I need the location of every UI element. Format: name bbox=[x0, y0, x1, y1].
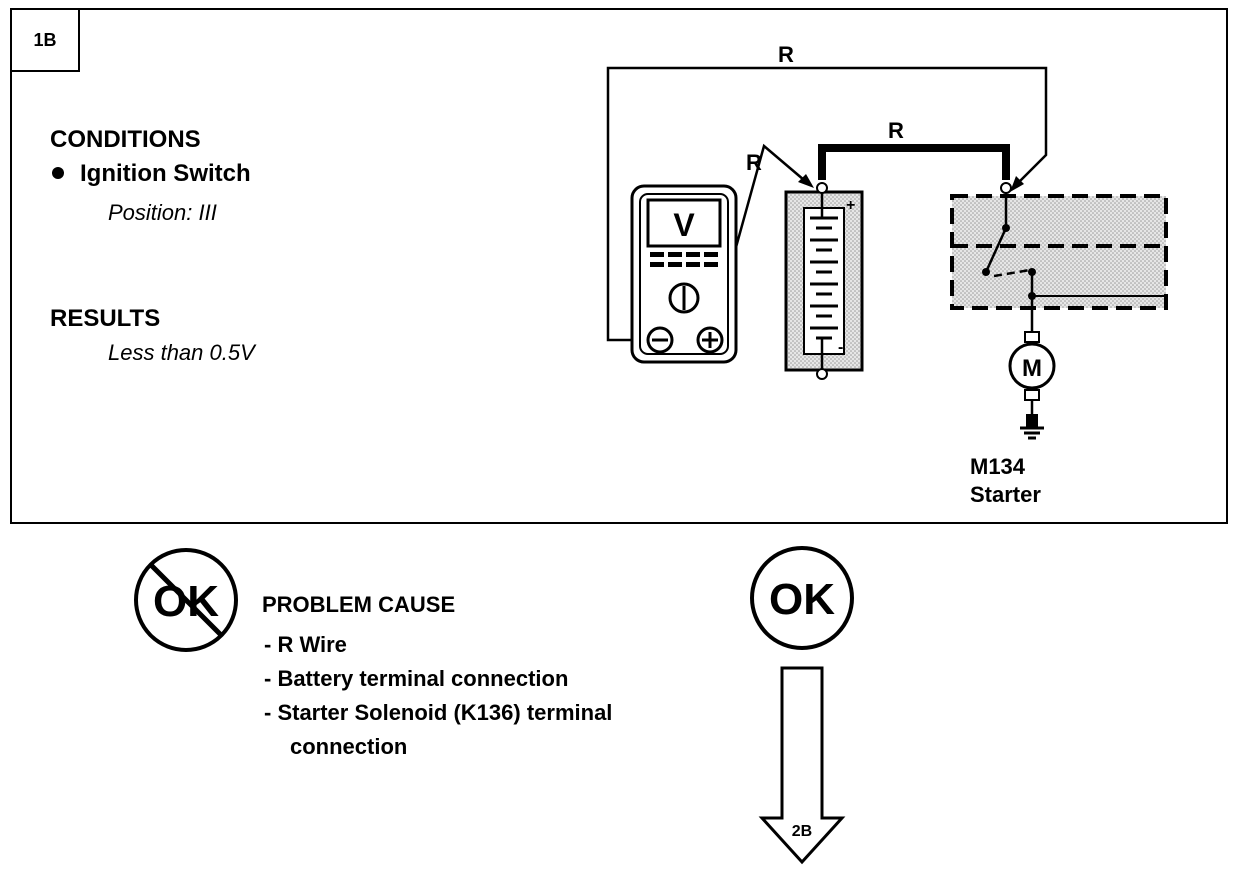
next-step-label: 2B bbox=[792, 823, 812, 840]
problem-cause-item: - R Wire bbox=[264, 632, 347, 657]
conditions-detail: Position: III bbox=[108, 200, 217, 225]
ok-symbol: OK bbox=[769, 575, 835, 624]
battery: + - bbox=[784, 182, 864, 380]
conditions-heading: CONDITIONS bbox=[50, 126, 201, 153]
wire-r-main bbox=[818, 144, 1010, 180]
component-name: Starter bbox=[970, 482, 1041, 507]
wire-label-top: R bbox=[778, 42, 794, 67]
conditions-item: Ignition Switch bbox=[80, 160, 251, 187]
battery-positive-terminal bbox=[816, 182, 828, 194]
component-id: M134 bbox=[970, 454, 1026, 479]
test-step-panel: 1B bbox=[10, 8, 1228, 524]
problem-cause-item: - Battery terminal connection bbox=[264, 666, 569, 691]
battery-minus-sign: - bbox=[838, 339, 843, 356]
wire-arrow bbox=[798, 174, 814, 188]
meter-buttons bbox=[650, 252, 718, 267]
motor-symbol-icon: M bbox=[1022, 355, 1042, 382]
meter-display: V bbox=[673, 207, 695, 243]
ok-icon: OK bbox=[750, 546, 854, 650]
wire-label-middle: R bbox=[888, 118, 904, 143]
problem-cause-item: connection bbox=[290, 734, 408, 759]
battery-plus-sign: + bbox=[846, 197, 855, 214]
problem-cause-heading: PROBLEM CAUSE bbox=[262, 592, 456, 617]
bullet-icon bbox=[52, 167, 64, 179]
starter-motor: M bbox=[1008, 331, 1056, 416]
wire-label-meter: R bbox=[746, 150, 762, 175]
problem-cause-item: - Starter Solenoid (K136) terminal bbox=[264, 700, 613, 725]
multimeter: V bbox=[630, 184, 738, 364]
ground-icon bbox=[1020, 414, 1044, 440]
not-ok-icon: OK bbox=[134, 548, 238, 652]
step-label: 1B bbox=[12, 10, 80, 72]
battery-negative-terminal bbox=[816, 368, 828, 380]
starter-solenoid bbox=[950, 182, 1168, 344]
wire-r-top bbox=[606, 66, 1048, 342]
starter-terminal bbox=[1000, 182, 1012, 194]
results-value: Less than 0.5V bbox=[108, 340, 255, 365]
next-step-arrow-icon: 2B bbox=[758, 666, 846, 865]
results-heading: RESULTS bbox=[50, 305, 161, 332]
wire-arrow bbox=[1010, 176, 1024, 192]
